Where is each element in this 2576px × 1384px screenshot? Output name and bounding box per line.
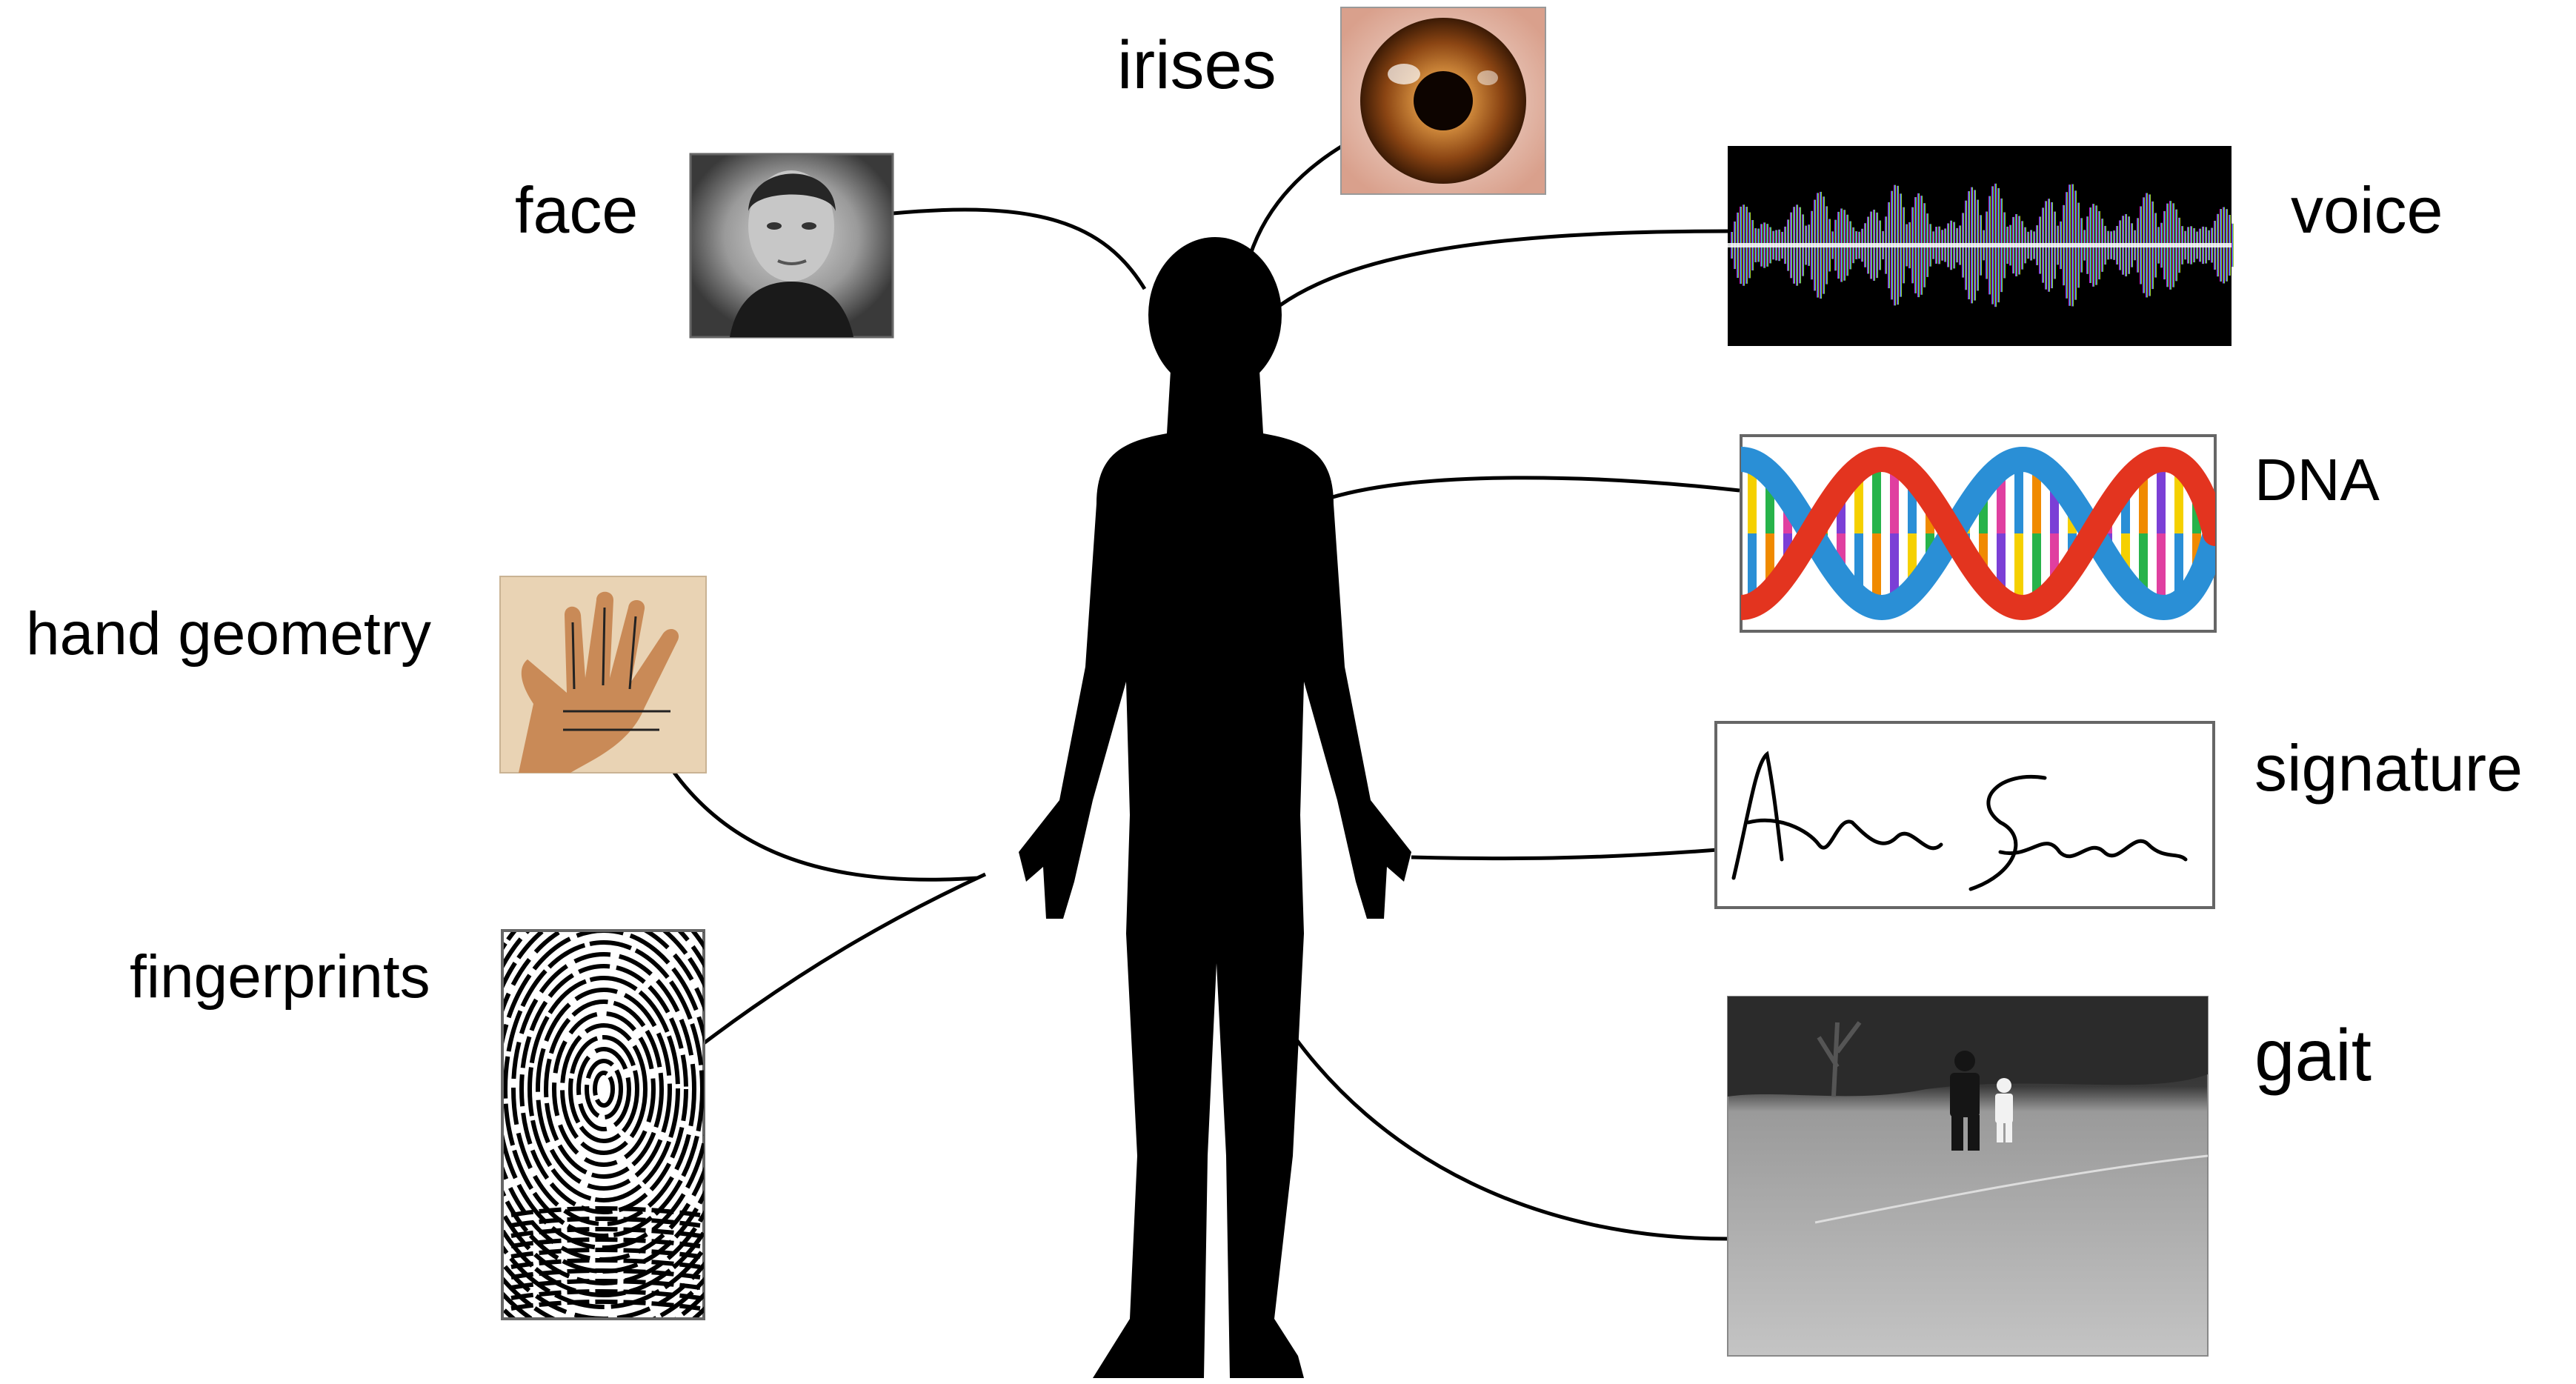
connector-face [893,210,1145,289]
signature-icon [1716,722,2214,908]
label-dna: DNA [2254,450,2380,510]
label-hand-geometry: hand geometry [26,604,431,665]
walking-people-photo-icon [1728,997,2208,1356]
label-voice: voice [2291,178,2443,243]
connector-gait [1282,1019,1728,1239]
dna-helix-icon [1741,436,2215,631]
connector-signature [1411,850,1717,859]
human-silhouette [1019,237,1411,1378]
connector-hand [673,771,978,879]
hand-icon [500,576,706,773]
eye-icon [1341,7,1545,194]
label-face: face [515,178,638,243]
label-fingerprints: fingerprints [130,947,430,1008]
connector-irises [1245,144,1345,276]
face-photo-icon [690,154,893,337]
silhouette-neck-torso [1019,370,1411,1378]
silhouette-head [1148,237,1282,393]
connector-fingerprints [704,874,985,1043]
label-signature: signature [2254,736,2523,801]
connector-dna [1330,478,1740,498]
connector-voice [1252,231,1728,330]
label-irises: irises [1117,31,1277,99]
fingerprint-icon [424,824,784,1354]
sound-wave-icon [1728,146,2234,346]
label-gait: gait [2254,1019,2372,1091]
